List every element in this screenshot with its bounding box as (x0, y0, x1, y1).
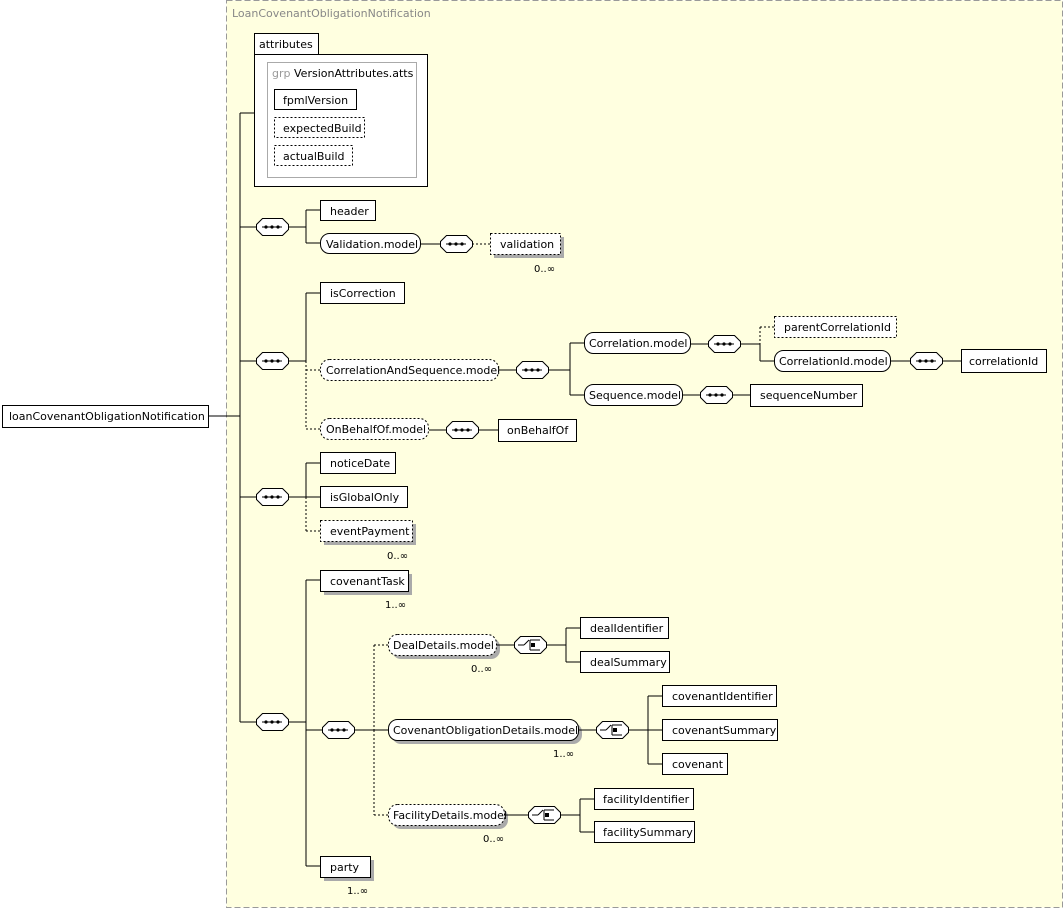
element-eventPayment-occurrence: 0..∞ (387, 551, 408, 562)
element-covenantTask[interactable] (320, 570, 409, 592)
element-eventPayment-label: eventPayment (330, 525, 410, 538)
group-correlation-and-sequence-model-label: CorrelationAndSequence.model (326, 364, 500, 377)
group-covenantObligationDetails-model-label: CovenantObligationDetails.model (393, 724, 578, 737)
root-element-label: loanCovenantObligationNotification (9, 410, 205, 423)
group-dealDetails-model-occurrence: 0..∞ (471, 664, 492, 675)
attribute-fpmlVersion[interactable] (274, 89, 357, 110)
root-element[interactable] (2, 405, 209, 428)
element-noticeDate[interactable] (320, 452, 396, 474)
attribute-fpmlVersion-label: fpmlVersion (283, 94, 348, 107)
attribute-expectedBuild[interactable] (274, 117, 365, 138)
element-isCorrection[interactable] (320, 282, 405, 304)
element-correlationId-label: correlationId (969, 355, 1038, 368)
element-covenantSummary[interactable] (662, 719, 778, 741)
attribute-actualBuild-label: actualBuild (283, 150, 344, 163)
element-isGlobalOnly-label: isGlobalOnly (330, 491, 400, 504)
group-onBehalfOf-model[interactable] (320, 418, 429, 440)
complex-type-name: LoanCovenantObligationNotification (232, 7, 431, 20)
group-correlation-model-label: Correlation.model (589, 337, 687, 350)
group-validation-model[interactable] (320, 233, 421, 254)
group-correlationId-model[interactable] (774, 350, 891, 372)
element-facilityIdentifier-label: facilityIdentifier (603, 793, 690, 806)
element-covenantIdentifier[interactable] (662, 685, 777, 707)
element-parentCorrelationId-label: parentCorrelationId (784, 321, 891, 334)
element-correlationId[interactable] (961, 349, 1047, 373)
element-covenantTask-occurrence: 1..∞ (385, 600, 406, 611)
group-covenantObligationDetails-model-occurrence: 1..∞ (553, 749, 574, 760)
element-onBehalfOf[interactable] (498, 419, 577, 442)
element-facilitySummary[interactable] (594, 821, 695, 843)
element-validation[interactable] (490, 233, 561, 255)
element-dealIdentifier-label: dealIdentifier (590, 622, 664, 635)
group-covenantObligationDetails-model[interactable] (388, 719, 579, 741)
group-facilityDetails-model-occurrence: 0..∞ (483, 834, 504, 845)
element-facilityIdentifier[interactable] (594, 788, 694, 810)
attribute-actualBuild[interactable] (274, 145, 353, 166)
element-parentCorrelationId[interactable] (774, 316, 897, 338)
group-sequence-model-label: Sequence.model (589, 389, 681, 402)
element-sequenceNumber[interactable] (750, 384, 863, 407)
group-validation-model-label: Validation.model (326, 238, 418, 251)
element-isCorrection-label: isCorrection (330, 287, 396, 300)
element-onBehalfOf-label: onBehalfOf (507, 424, 569, 437)
group-correlation-and-sequence-model[interactable] (320, 359, 499, 381)
element-dealSummary-label: dealSummary (590, 656, 667, 669)
element-covenant[interactable] (662, 753, 728, 775)
element-covenantSummary-label: covenantSummary (672, 724, 777, 737)
element-validation-occurrence: 0..∞ (534, 264, 555, 275)
element-covenant-label: covenant (672, 758, 724, 771)
element-noticeDate-label: noticeDate (330, 457, 390, 470)
element-covenantIdentifier-label: covenantIdentifier (672, 690, 773, 703)
group-correlation-model[interactable] (584, 332, 691, 354)
element-dealIdentifier[interactable] (580, 617, 669, 639)
attribute-group-name: VersionAttributes.atts (294, 67, 414, 80)
element-header[interactable] (320, 200, 376, 221)
group-sequence-model[interactable] (584, 384, 683, 406)
element-facilitySummary-label: facilitySummary (603, 826, 693, 839)
element-validation-label: validation (500, 238, 554, 251)
element-party[interactable] (320, 856, 371, 878)
group-onBehalfOf-model-label: OnBehalfOf.model (326, 423, 426, 436)
element-eventPayment[interactable] (320, 520, 413, 542)
element-header-label: header (330, 205, 369, 218)
element-party-occurrence: 1..∞ (347, 886, 368, 897)
attribute-group-keyword: grp (272, 67, 291, 80)
group-dealDetails-model[interactable] (388, 634, 497, 656)
element-dealSummary[interactable] (580, 651, 670, 673)
attributes-tab-label: attributes (259, 38, 313, 51)
group-correlationId-model-label: CorrelationId.model (779, 355, 888, 368)
group-facilityDetails-model[interactable] (388, 804, 505, 826)
group-dealDetails-model-label: DealDetails.model (393, 639, 494, 652)
group-facilityDetails-model-label: FacilityDetails.model (393, 809, 507, 822)
element-party-label: party (330, 861, 360, 874)
element-sequenceNumber-label: sequenceNumber (760, 389, 858, 402)
element-covenantTask-label: covenantTask (330, 575, 405, 588)
attribute-expectedBuild-label: expectedBuild (283, 122, 362, 135)
element-isGlobalOnly[interactable] (320, 486, 408, 508)
